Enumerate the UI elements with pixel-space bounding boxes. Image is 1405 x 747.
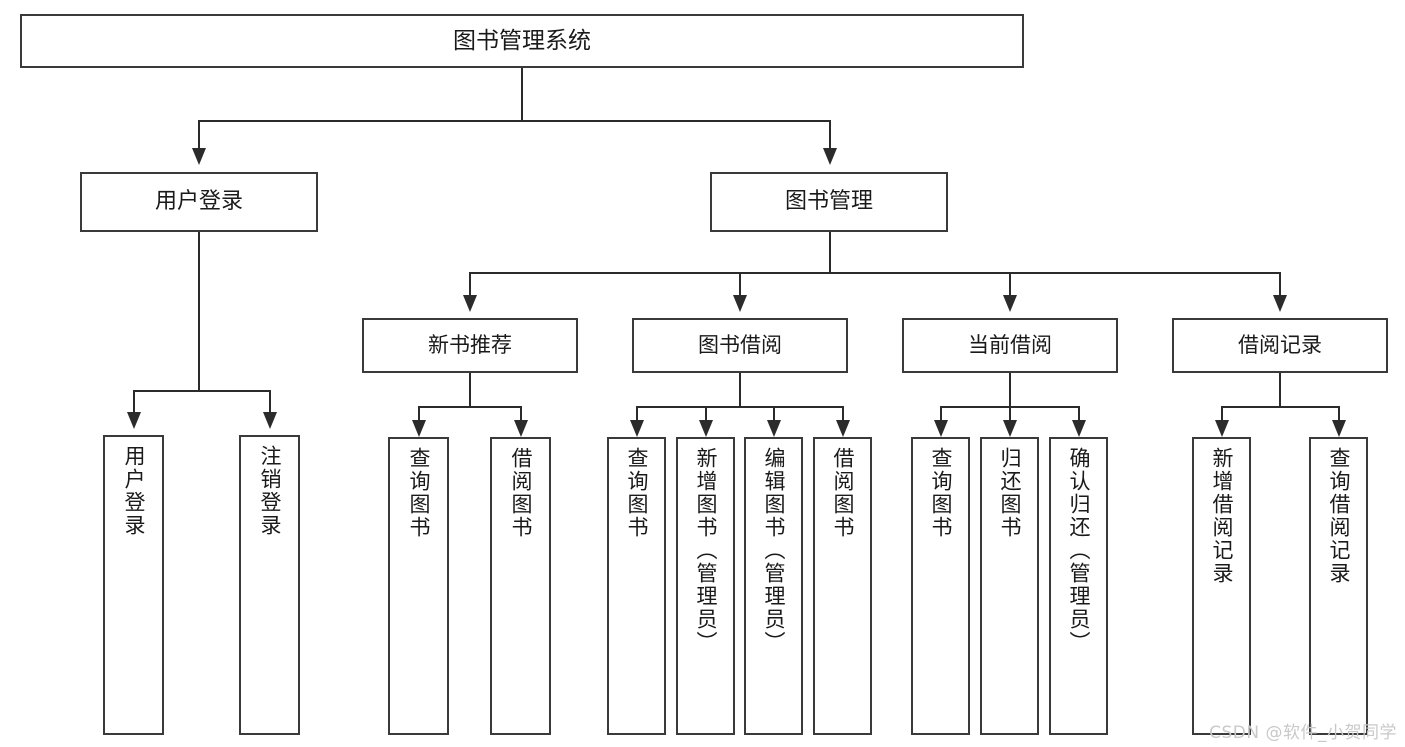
leaf-book-borrow-query-book[interactable]: 查询图书 xyxy=(607,437,666,735)
arrowhead-new-book-leaf-2 xyxy=(514,420,528,437)
node-label: 查询图书 xyxy=(625,447,649,539)
node-label: 图书管理系统 xyxy=(453,27,591,54)
connector-user-login-bus xyxy=(134,390,270,392)
leaf-current-borrow-confirm-return[interactable]: 确认归还（管理员） xyxy=(1049,437,1108,735)
connector-to-user-login xyxy=(198,120,200,150)
connector-new-book-leaf-2 xyxy=(520,406,522,422)
connector-to-new-book xyxy=(469,272,471,297)
arrowhead-book-borrow-leaf-4 xyxy=(836,420,850,437)
node-label: 用户登录 xyxy=(122,445,146,537)
connector-to-current-borrow xyxy=(1009,272,1011,297)
node-label: 用户登录 xyxy=(154,189,243,214)
node-borrow-record[interactable]: 借阅记录 xyxy=(1172,318,1388,373)
arrowhead-user-login-leaf-1 xyxy=(127,412,141,429)
node-label: 新书推荐 xyxy=(428,333,512,357)
connector-book-borrow-trunk xyxy=(739,373,741,406)
node-book-management[interactable]: 图书管理 xyxy=(710,172,948,232)
arrowhead-to-book-borrow xyxy=(733,295,747,312)
arrowhead-to-new-book xyxy=(463,295,477,312)
connector-new-book-leaf-1 xyxy=(418,406,420,422)
csdn-watermark: CSDN @软件_小贺同学 xyxy=(1209,723,1397,743)
node-label: 图书管理 xyxy=(784,189,873,214)
leaf-book-borrow-borrow-book[interactable]: 借阅图书 xyxy=(813,437,872,735)
connector-book-borrow-leaf-3 xyxy=(773,406,775,422)
connector-to-borrow-record xyxy=(1279,272,1281,297)
node-label: 新增图书（管理员） xyxy=(694,447,718,654)
node-label: 借阅图书 xyxy=(831,447,855,539)
connector-new-book-bus xyxy=(419,406,521,408)
connector-level3-bus xyxy=(470,272,1281,274)
node-book-borrow[interactable]: 图书借阅 xyxy=(632,318,848,373)
connector-current-borrow-leaf-2 xyxy=(1009,406,1011,422)
arrowhead-borrow-record-leaf-1 xyxy=(1215,420,1229,437)
connector-user-login-leaf-1 xyxy=(133,390,135,414)
leaf-borrow-record-query-record[interactable]: 查询借阅记录 xyxy=(1309,437,1368,735)
node-label: 查询图书 xyxy=(407,447,431,539)
arrowhead-to-current-borrow xyxy=(1003,295,1017,312)
leaf-borrow-record-add-record[interactable]: 新增借阅记录 xyxy=(1192,437,1251,735)
connector-user-login-leaf-2 xyxy=(269,390,271,414)
node-user-login[interactable]: 用户登录 xyxy=(80,172,318,232)
node-label: 借阅图书 xyxy=(509,447,533,539)
arrowhead-book-borrow-leaf-1 xyxy=(630,420,644,437)
arrowhead-current-borrow-leaf-1 xyxy=(934,420,948,437)
leaf-logout[interactable]: 注销登录 xyxy=(239,435,300,735)
node-root-book-management-system[interactable]: 图书管理系统 xyxy=(20,14,1024,68)
arrowhead-borrow-record-leaf-2 xyxy=(1332,420,1346,437)
arrowhead-new-book-leaf-1 xyxy=(412,420,426,437)
node-label: 编辑图书（管理员） xyxy=(762,447,786,654)
arrowhead-book-borrow-leaf-2 xyxy=(699,420,713,437)
node-label: 借阅记录 xyxy=(1238,333,1322,357)
connector-borrow-record-trunk xyxy=(1279,373,1281,406)
connector-book-borrow-bus xyxy=(637,406,844,408)
leaf-user-login[interactable]: 用户登录 xyxy=(103,435,164,735)
connector-root-trunk xyxy=(521,68,523,120)
connector-current-borrow-leaf-1 xyxy=(940,406,942,422)
leaf-current-borrow-return-book[interactable]: 归还图书 xyxy=(980,437,1039,735)
connector-book-borrow-leaf-4 xyxy=(842,406,844,422)
connector-to-book-management xyxy=(829,120,831,150)
node-current-borrow[interactable]: 当前借阅 xyxy=(902,318,1118,373)
leaf-new-book-borrow-book[interactable]: 借阅图书 xyxy=(490,437,551,735)
leaf-book-borrow-add-book[interactable]: 新增图书（管理员） xyxy=(676,437,735,735)
arrowhead-user-login-leaf-2 xyxy=(263,412,277,429)
connector-level2-bus xyxy=(199,120,831,122)
node-label: 注销登录 xyxy=(258,445,282,537)
arrowhead-current-borrow-leaf-3 xyxy=(1072,420,1086,437)
connector-current-borrow-leaf-3 xyxy=(1078,406,1080,422)
node-label: 确认归还（管理员） xyxy=(1067,447,1091,654)
leaf-book-borrow-edit-book[interactable]: 编辑图书（管理员） xyxy=(744,437,803,735)
connector-current-borrow-trunk xyxy=(1009,373,1011,406)
connector-borrow-record-leaf-1 xyxy=(1221,406,1223,422)
connector-borrow-record-bus xyxy=(1222,406,1339,408)
connector-book-management-trunk xyxy=(829,232,831,272)
node-label: 图书借阅 xyxy=(698,333,782,357)
connector-book-borrow-leaf-1 xyxy=(636,406,638,422)
node-label: 查询图书 xyxy=(929,447,953,539)
connector-user-login-trunk xyxy=(198,232,200,390)
connector-to-book-borrow xyxy=(739,272,741,297)
connector-book-borrow-leaf-2 xyxy=(705,406,707,422)
node-new-book-recommend[interactable]: 新书推荐 xyxy=(362,318,578,373)
arrowhead-current-borrow-leaf-2 xyxy=(1003,420,1017,437)
node-label: 归还图书 xyxy=(998,447,1022,539)
node-label: 查询借阅记录 xyxy=(1327,447,1351,585)
leaf-current-borrow-query-book[interactable]: 查询图书 xyxy=(911,437,970,735)
arrowhead-book-borrow-leaf-3 xyxy=(767,420,781,437)
arrowhead-to-book-management xyxy=(823,148,837,165)
connector-new-book-trunk xyxy=(469,373,471,406)
node-label: 当前借阅 xyxy=(968,333,1052,357)
arrowhead-to-borrow-record xyxy=(1273,295,1287,312)
node-label: 新增借阅记录 xyxy=(1210,447,1234,585)
arrowhead-to-user-login xyxy=(192,148,206,165)
connector-borrow-record-leaf-2 xyxy=(1338,406,1340,422)
leaf-new-book-query-book[interactable]: 查询图书 xyxy=(388,437,449,735)
